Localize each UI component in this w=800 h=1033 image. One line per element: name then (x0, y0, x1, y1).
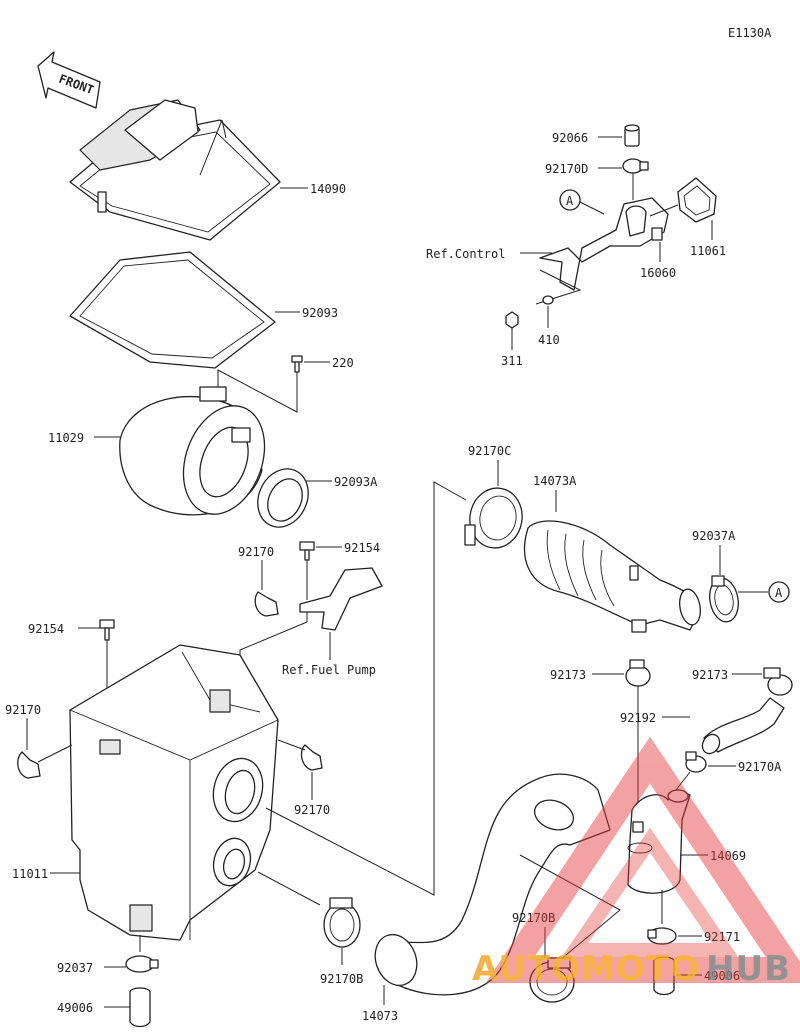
label-14090: 14090 (310, 182, 346, 196)
label-92192: 92192 (620, 711, 656, 725)
label-220: 220 (332, 356, 354, 370)
label-49006-left: 49006 (57, 1001, 93, 1015)
label-14069: 14069 (710, 849, 746, 863)
hose-clamp-92037A (709, 575, 739, 623)
callout-a-top (559, 189, 581, 211)
label-92093: 92093 (302, 306, 338, 320)
front-arrow-icon: FRONT (37, 51, 101, 109)
label-92170B-mid: 92170B (320, 972, 363, 986)
intake-duct-14073 (374, 773, 611, 996)
ref-control: Ref.Control (426, 247, 505, 261)
label-92170-top: 92170 (238, 545, 274, 559)
control-bracket (539, 197, 669, 291)
watermark-text-left: AUTOMOTO (472, 949, 700, 989)
drain-cap-49006-right (653, 956, 675, 996)
clamp-92173-left (625, 659, 651, 687)
label-14073: 14073 (362, 1009, 398, 1023)
label-92154-left: 92154 (28, 622, 64, 636)
clip-92170-left (17, 751, 41, 779)
seal-ring-92093A (257, 468, 309, 528)
filter-element-11029 (119, 386, 266, 516)
label-92066: 92066 (552, 131, 588, 145)
callout-a-right-label: A (775, 586, 783, 600)
callout-a-right (768, 581, 790, 603)
label-311: 311 (501, 354, 523, 368)
cap-92066 (624, 124, 640, 147)
label-11029: 11029 (48, 431, 84, 445)
label-49006-right: 49006 (704, 969, 740, 983)
label-92173-left: 92173 (550, 668, 586, 682)
clip-92170-top (254, 591, 279, 617)
bolt-92154-upper (299, 541, 315, 561)
label-92037A: 92037A (692, 529, 736, 543)
bellows-duct-14073A (523, 520, 701, 633)
hose-clamp-92170B-low (529, 957, 575, 1003)
label-11011: 11011 (12, 867, 48, 881)
label-14073A: 14073A (533, 474, 577, 488)
ref-fuel-pump: Ref.Fuel Pump (282, 663, 376, 677)
hose-clamp-92170C (464, 487, 523, 549)
label-92171: 92171 (704, 930, 740, 944)
label-92170-right: 92170 (294, 803, 330, 817)
label-16060: 16060 (640, 266, 676, 280)
screw-220 (291, 355, 303, 373)
washer-410 (542, 295, 554, 305)
separator-14069 (627, 789, 691, 894)
label-92170D: 92170D (545, 162, 588, 176)
label-92170A: 92170A (738, 760, 782, 774)
label-410: 410 (538, 333, 560, 347)
clamp-92171 (647, 927, 677, 945)
label-92093A: 92093A (334, 475, 378, 489)
label-92154-upper: 92154 (344, 541, 380, 555)
nut-311 (505, 311, 519, 329)
watermark-text-right: HUB (706, 949, 791, 989)
clamp-92037 (125, 955, 159, 973)
label-92037: 92037 (57, 961, 93, 975)
clip-92170D (622, 158, 649, 174)
label-92170B-low: 92170B (512, 911, 555, 925)
label-92170C: 92170C (468, 444, 511, 458)
air-cleaner-cover (69, 99, 281, 241)
label-92170-left: 92170 (5, 703, 41, 717)
bolt-92154-left (99, 619, 115, 641)
diagram-code: E1130A (728, 26, 772, 40)
gasket-11061 (677, 177, 717, 223)
hose-clamp-92170B-mid (323, 897, 361, 948)
callout-a-top-label: A (566, 194, 574, 208)
watermark-logo: AUTOMOTO HUB (472, 736, 800, 989)
label-92173-right: 92173 (692, 668, 728, 682)
clip-92170A (685, 751, 707, 773)
fuel-pump-bracket (299, 567, 383, 631)
breather-hose-92192 (703, 697, 785, 753)
drain-cap-49006-left (129, 987, 151, 1028)
clip-92170-right (300, 744, 323, 771)
gasket-92093 (69, 251, 276, 369)
air-box-11011 (69, 644, 279, 941)
clamp-92173-right (763, 667, 793, 696)
label-11061: 11061 (690, 244, 726, 258)
